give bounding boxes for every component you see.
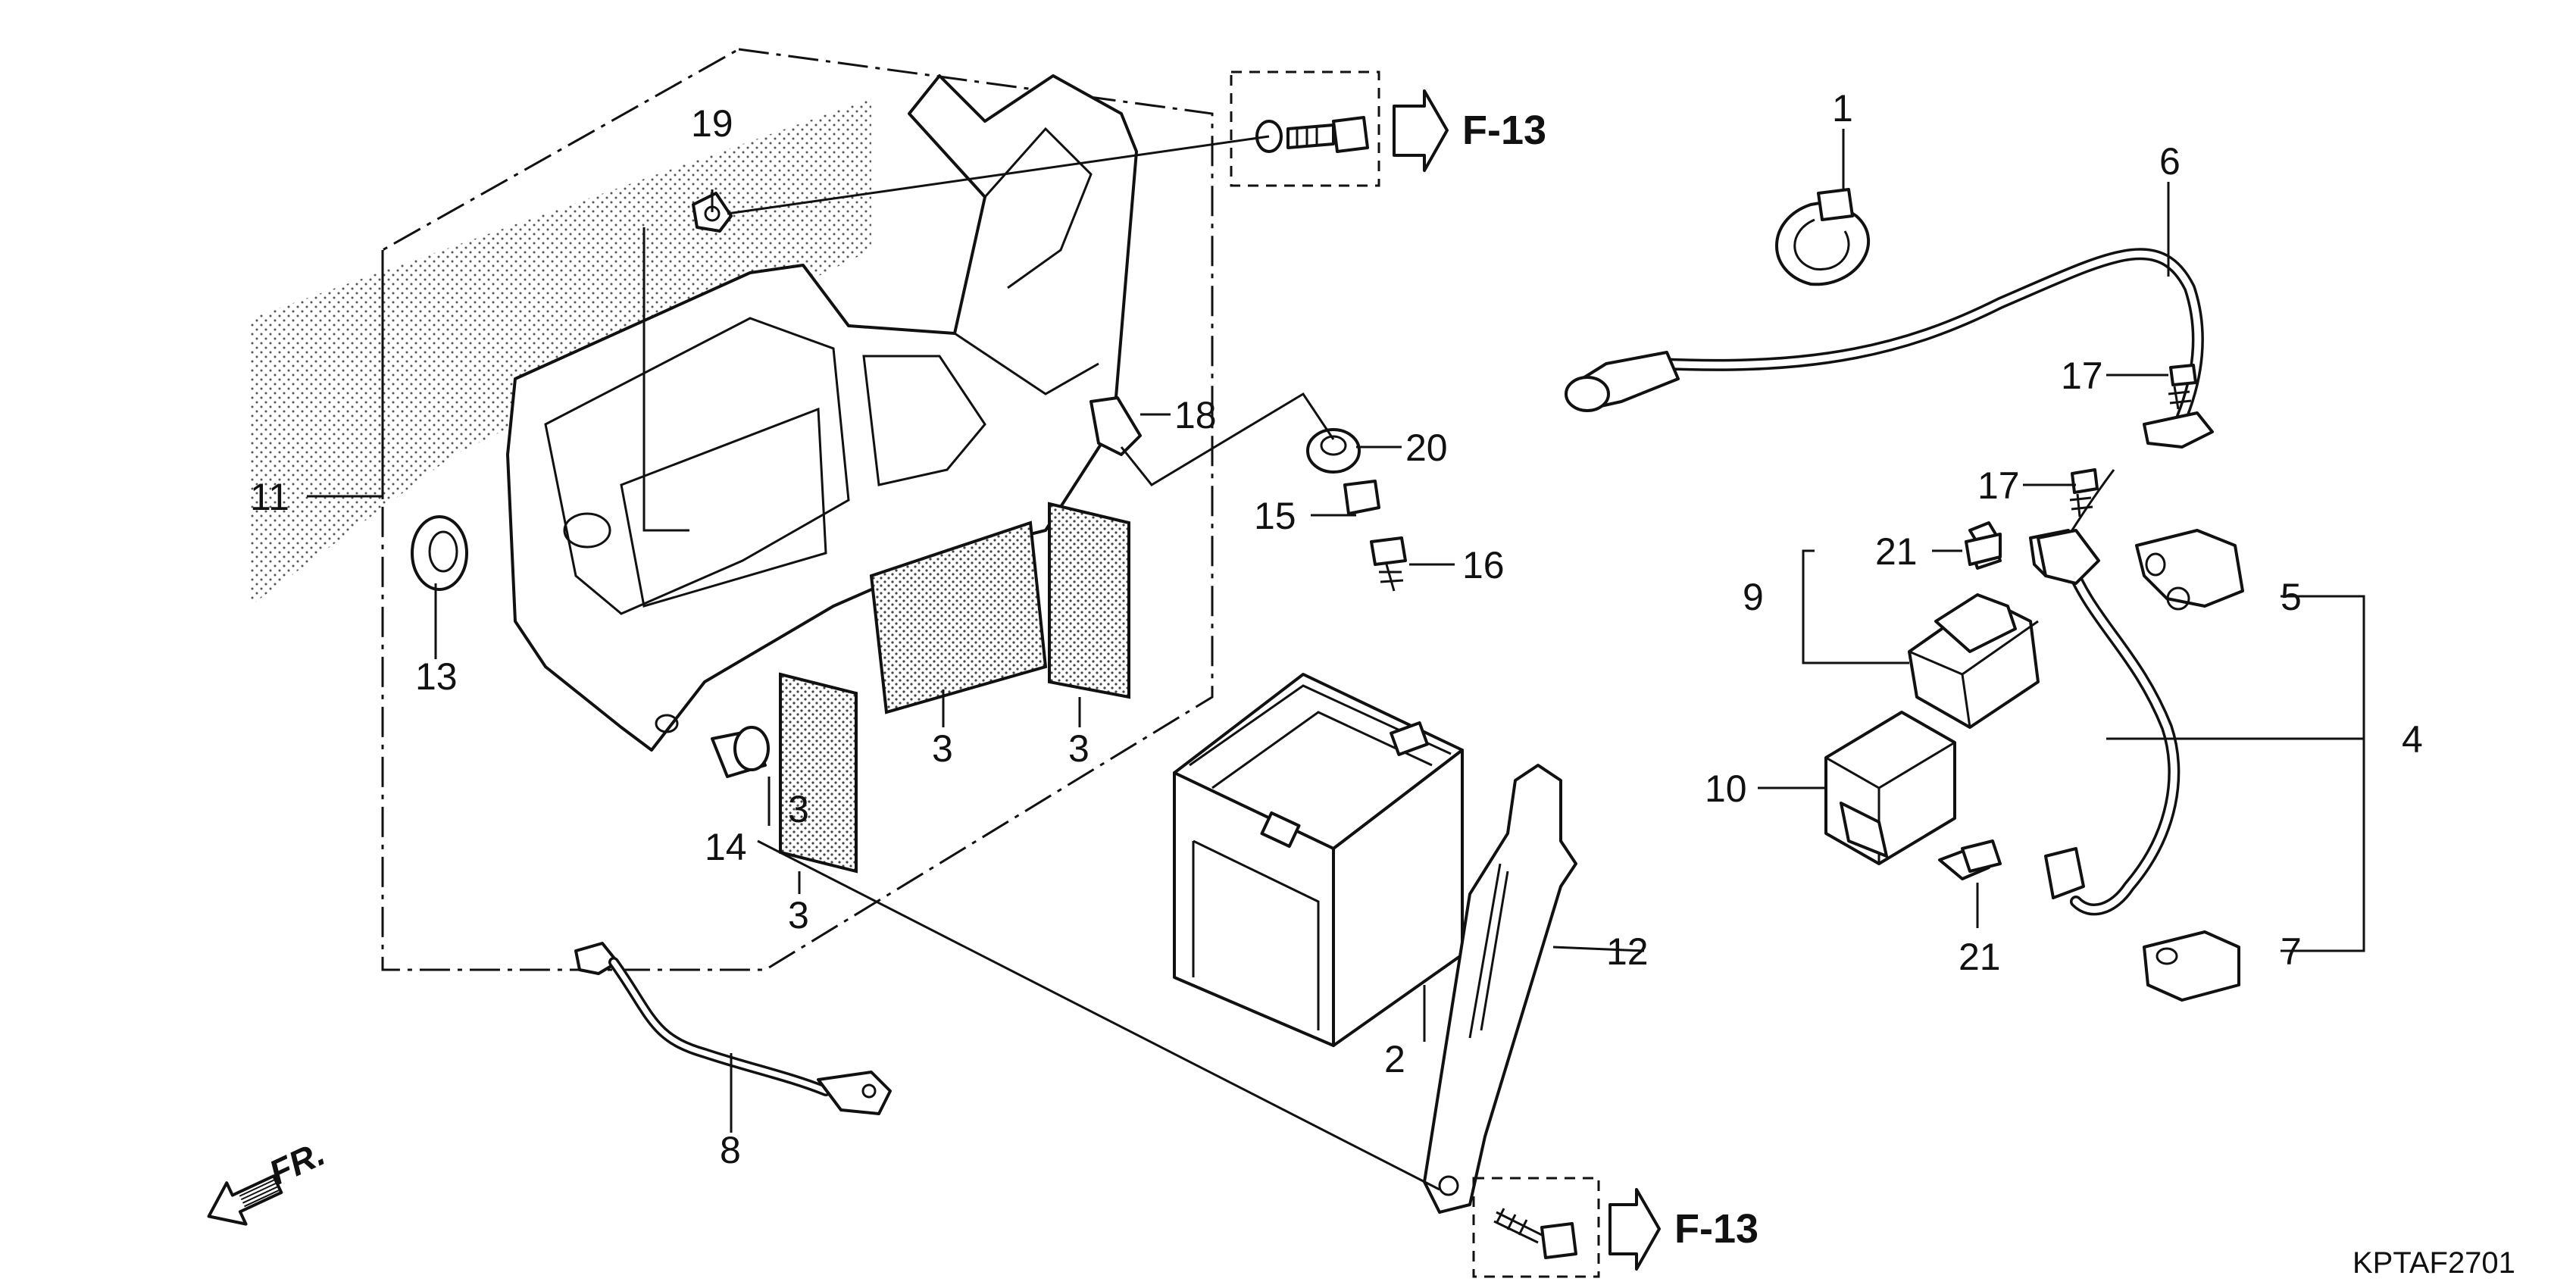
callout-18: 18 xyxy=(1174,394,1217,436)
reference-arrow-top xyxy=(1393,89,1449,172)
callout-3: 3 xyxy=(788,788,809,830)
screw-17-lower xyxy=(2069,468,2099,517)
rubber-pads xyxy=(779,502,1130,874)
reference-label-top: F-13 xyxy=(1462,108,1546,153)
callout-3: 3 xyxy=(1068,727,1089,770)
reference-dashed-box xyxy=(1230,70,1380,187)
starter-relay xyxy=(1908,469,2115,729)
callout-8: 8 xyxy=(720,1129,741,1171)
grommet-20 xyxy=(1306,428,1361,474)
turn-signal-relay xyxy=(1824,711,1956,865)
reference-dashed-box xyxy=(1472,1177,1600,1278)
callout-12: 12 xyxy=(1606,930,1649,973)
callout-19: 19 xyxy=(691,102,733,145)
battery-band xyxy=(1423,764,1577,1214)
starter-cable xyxy=(1565,248,2214,449)
reference-label-bottom: F-13 xyxy=(1674,1206,1758,1252)
collar-15 xyxy=(1343,480,1380,515)
leader-lines xyxy=(307,129,2365,1191)
callout-5: 5 xyxy=(2281,576,2302,618)
callout-6: 6 xyxy=(2159,140,2181,183)
callout-3: 3 xyxy=(788,894,809,936)
drawing-code: KPTAF2701 xyxy=(2352,1246,2515,1280)
callout-11: 11 xyxy=(250,476,289,518)
terminal-cover xyxy=(2135,529,2244,611)
connector-21-upper xyxy=(1965,521,2002,566)
callout-2: 2 xyxy=(1384,1038,1405,1080)
battery xyxy=(1173,673,1464,1047)
callout-7: 7 xyxy=(2281,930,2302,973)
clip-nut-18 xyxy=(1089,396,1142,456)
callout-labels: 1 2 3 3 3 3 4 5 6 7 8 9 10 11 12 13 14 1… xyxy=(250,87,2423,1171)
callout-10: 10 xyxy=(1705,767,1747,810)
rubber-pad xyxy=(869,521,1048,714)
callout-4: 4 xyxy=(2402,718,2423,761)
rubber-pad xyxy=(779,672,858,874)
grommet-13 xyxy=(411,515,468,591)
bolt-with-washer-top xyxy=(1230,70,1380,187)
rubber-pad xyxy=(1048,502,1130,699)
band-clamp xyxy=(1775,188,1871,286)
sub-harness xyxy=(2037,529,2181,916)
callout-20: 20 xyxy=(1405,427,1448,469)
callout-9: 9 xyxy=(1743,576,1764,618)
callout-14: 14 xyxy=(705,826,747,868)
callout-21: 21 xyxy=(1959,936,2001,978)
reference-arrow-bottom xyxy=(1608,1188,1661,1271)
callout-13: 13 xyxy=(415,655,458,698)
bolt-bottom xyxy=(1472,1177,1600,1278)
terminal-cover-7 xyxy=(2143,930,2240,1002)
callout-3: 3 xyxy=(932,727,953,770)
callout-1: 1 xyxy=(1832,87,1853,130)
front-direction-arrow: FR. xyxy=(207,1133,330,1226)
screw-17-upper xyxy=(2168,364,2197,410)
callout-17: 17 xyxy=(1977,464,2020,507)
callout-17: 17 xyxy=(2061,355,2103,397)
callout-16: 16 xyxy=(1462,544,1505,586)
connector-21-lower xyxy=(1938,839,2002,880)
battery-box xyxy=(506,74,1138,752)
ground-cable xyxy=(574,942,892,1115)
cushion-14 xyxy=(711,726,770,778)
callout-15: 15 xyxy=(1254,495,1296,537)
bolt-16 xyxy=(1370,536,1407,592)
callout-21: 21 xyxy=(1875,530,1918,573)
assembly-outline xyxy=(381,48,1214,971)
